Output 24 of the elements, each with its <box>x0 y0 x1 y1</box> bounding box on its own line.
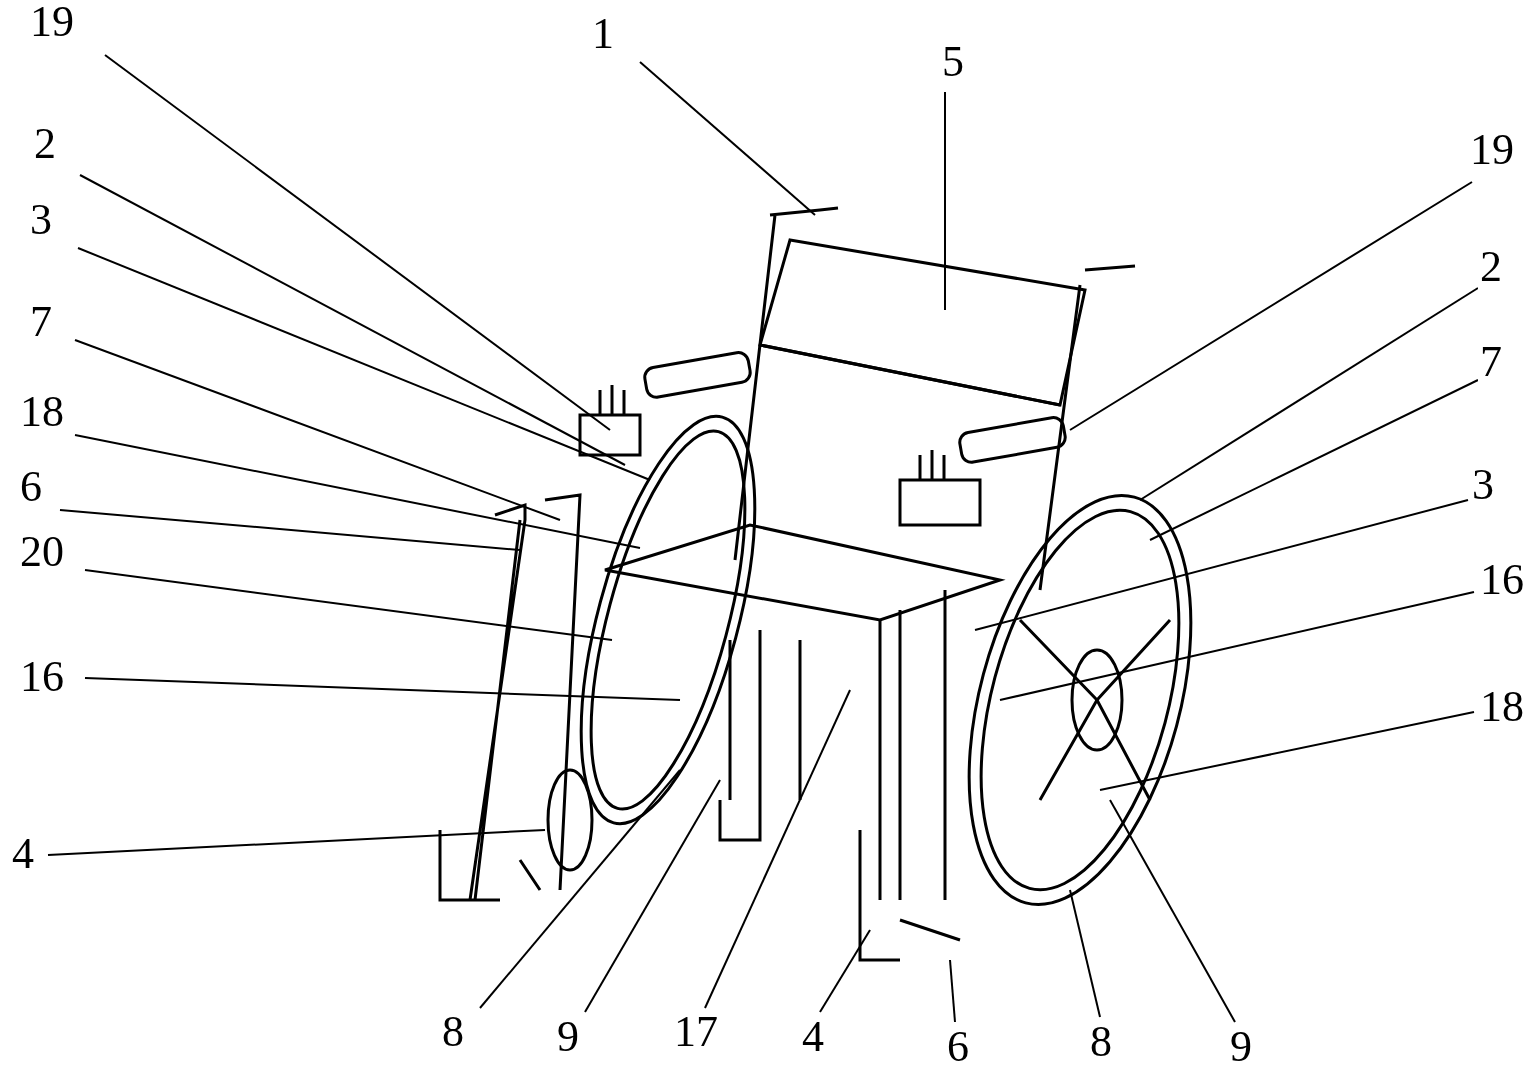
leader-line <box>819 929 871 1013</box>
leader-line <box>84 677 681 701</box>
leader-line <box>949 959 956 1023</box>
leader-line <box>639 61 816 216</box>
leader-line <box>1139 287 1479 501</box>
leader-line <box>1109 799 1236 1023</box>
leader-line <box>1149 379 1479 541</box>
leader-line <box>1069 181 1473 431</box>
leader-line <box>74 434 641 549</box>
leader-line <box>59 509 521 551</box>
leader-line <box>704 689 851 1009</box>
leader-line <box>999 591 1475 701</box>
leader-line <box>104 54 611 431</box>
leader-line <box>84 569 613 641</box>
leader-line <box>74 339 561 521</box>
leader-line <box>479 769 681 1009</box>
leader-line <box>47 829 546 856</box>
leader-line <box>584 779 721 1013</box>
leader-line <box>974 499 1469 631</box>
leader-line <box>79 174 626 466</box>
leader-line <box>944 91 946 311</box>
leader-line <box>77 247 651 481</box>
leader-line <box>1069 889 1101 1018</box>
leader-line <box>1099 711 1475 791</box>
